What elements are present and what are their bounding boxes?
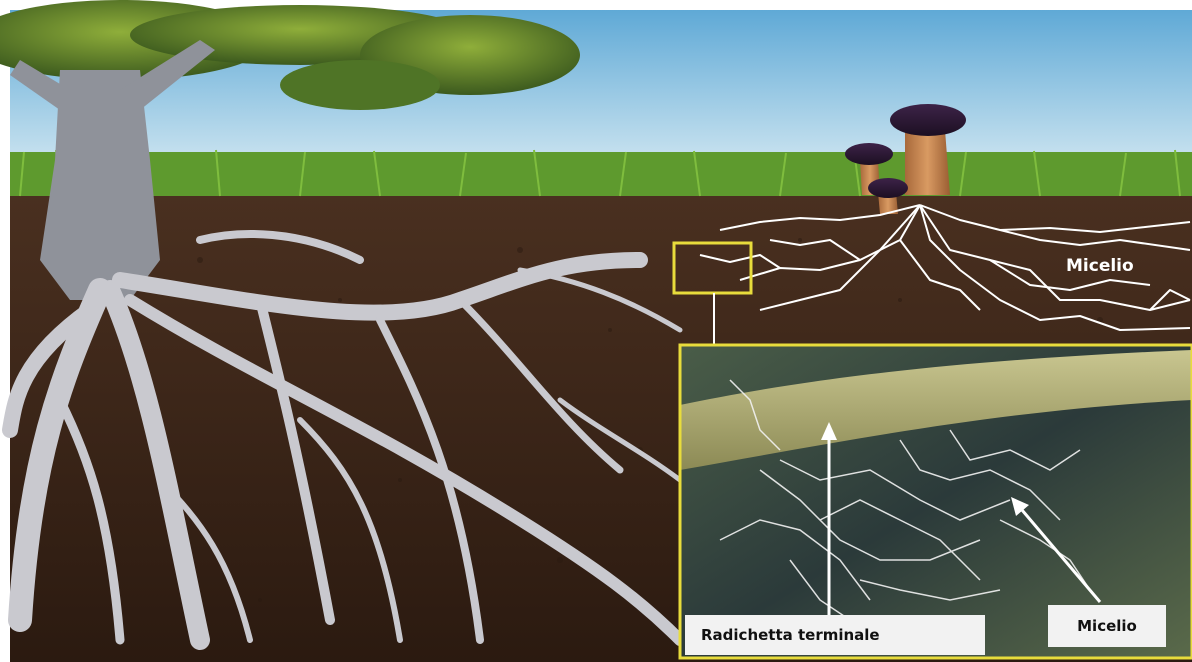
micelio-label: Micelio: [1066, 256, 1134, 276]
micelio-inset-label: Micelio: [1048, 605, 1166, 647]
grass: [10, 152, 1192, 196]
radichetta-terminale-label: Radichetta terminale: [685, 615, 985, 655]
